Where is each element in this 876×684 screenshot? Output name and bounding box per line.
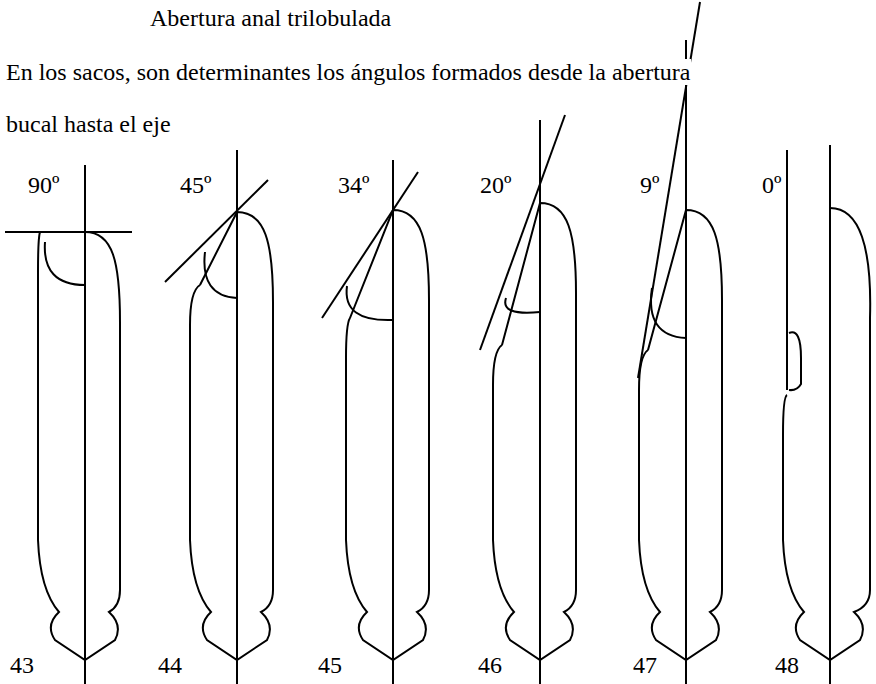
figure-number: 48 <box>775 652 799 678</box>
figure-number: 47 <box>633 652 657 678</box>
figure-number: 43 <box>10 652 34 678</box>
figure-number: 46 <box>478 652 502 678</box>
figure-number-box: 46 <box>478 652 502 678</box>
sac-outline <box>346 210 429 660</box>
note-text: En los sacos, son determinantes los ángu… <box>6 59 691 137</box>
figure-number-box: 44 <box>158 652 182 678</box>
angle-arc <box>45 242 85 285</box>
angle-label-box: 9º <box>640 172 659 198</box>
angle-line <box>480 115 565 350</box>
sac-outline <box>783 208 870 660</box>
sac-outline <box>38 232 120 660</box>
axis-line <box>539 120 541 684</box>
angle-label: 45º <box>180 172 211 198</box>
axis-line <box>829 145 831 684</box>
axis-line <box>236 150 238 684</box>
figure-number-box: 43 <box>10 652 34 678</box>
angle-arc <box>204 252 237 298</box>
axis-line <box>392 160 394 684</box>
angle-label: 20º <box>480 172 511 198</box>
angle-arc <box>651 288 686 338</box>
figure-number: 44 <box>158 652 182 678</box>
angle-label-box: 34º <box>338 172 369 198</box>
angle-line <box>322 172 418 318</box>
angle-label: 9º <box>640 172 659 198</box>
angle-arc <box>505 298 540 313</box>
angle-line <box>786 150 788 390</box>
angle-label-box: 90º <box>28 172 59 198</box>
figure-number-box: 47 <box>633 652 657 678</box>
title: Abertura anal trilobulada <box>150 5 391 31</box>
angle-label-box: 45º <box>180 172 211 198</box>
title-box: Abertura anal trilobulada <box>150 5 391 31</box>
angle-arc <box>789 332 801 390</box>
angle-label-box: 20º <box>480 172 511 198</box>
axis-line <box>685 40 687 684</box>
note-text-box: En los sacos, son determinantes los ángu… <box>6 46 696 150</box>
angle-label: 0º <box>762 172 781 198</box>
sac-outline <box>639 210 722 660</box>
angle-label: 34º <box>338 172 369 198</box>
axis-line <box>84 165 86 684</box>
sac-outline <box>493 203 576 660</box>
figure-number-box: 45 <box>318 652 342 678</box>
figure-number: 45 <box>318 652 342 678</box>
figure-number-box: 48 <box>775 652 799 678</box>
angle-line <box>5 231 132 233</box>
sac-outline <box>190 212 273 660</box>
angle-label: 90º <box>28 172 59 198</box>
angle-arc <box>347 286 393 320</box>
angle-label-box: 0º <box>762 172 781 198</box>
